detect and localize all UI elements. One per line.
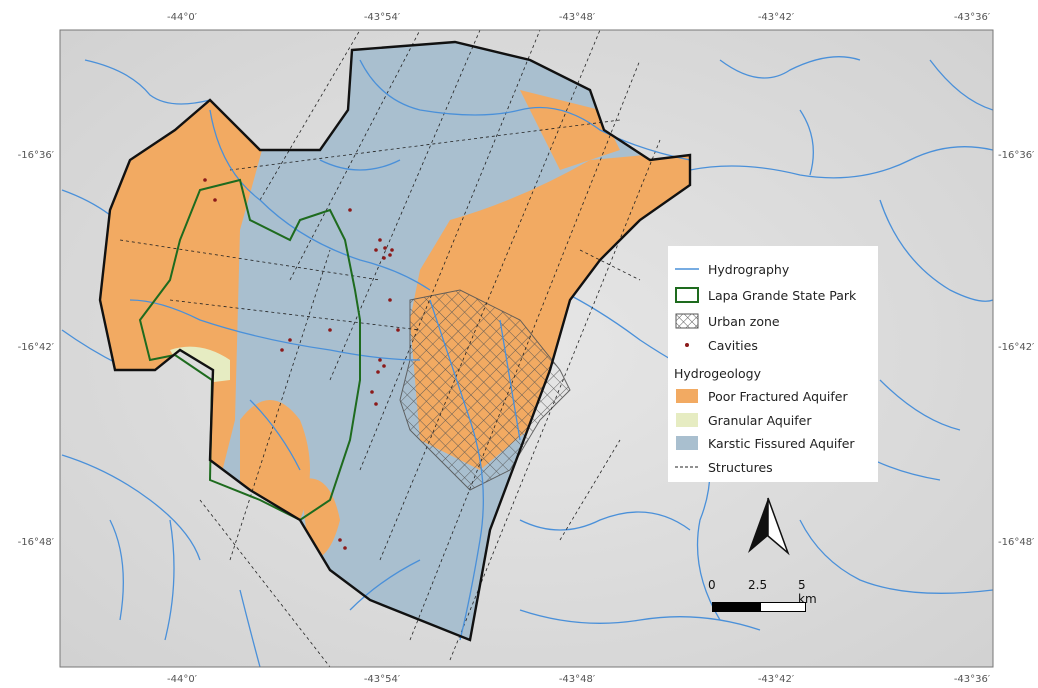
poor-aquifer-northeast (520, 90, 620, 170)
urban-hatch-icon (672, 313, 702, 329)
lat-tick: -16°48′ (18, 537, 55, 548)
lon-tick: -44°0′ (167, 674, 198, 685)
cavities-points (203, 178, 400, 550)
longitude-ticks-bottom: -44°0′ -43°54′ -43°48′ -43°42′ -43°36′ (167, 674, 991, 685)
structures-line-icon (672, 459, 702, 475)
poor-aquifer-swatch-icon (672, 388, 702, 404)
structures-lines (119, 30, 661, 667)
legend-label: Poor Fractured Aquifer (708, 388, 848, 404)
legend-item-hydrography: Hydrography (668, 260, 789, 278)
legend-hydrogeology-heading: Hydrogeology (674, 366, 761, 381)
scale-bar-white (760, 602, 806, 612)
latitude-ticks-right: -16°36′ -16°42′ -16°48′ (998, 150, 1035, 548)
map-frame (59, 29, 994, 668)
hydrography-line-icon (672, 261, 702, 277)
north-arrow-icon (748, 497, 790, 556)
lat-tick: -16°36′ (998, 150, 1035, 161)
legend-label: Karstic Fissured Aquifer (708, 435, 855, 451)
lon-tick: -43°48′ (559, 674, 596, 685)
legend-item-karstic-aquifer: Karstic Fissured Aquifer (668, 434, 855, 452)
scale-label-mid: 2.5 (748, 578, 768, 592)
legend-label: Structures (708, 459, 773, 475)
legend-item-structures: Structures (668, 458, 773, 476)
legend-label: Granular Aquifer (708, 412, 812, 428)
lat-tick: -16°42′ (18, 342, 55, 353)
karstic-aquifer-swatch-icon (672, 435, 702, 451)
lat-tick: -16°36′ (18, 150, 55, 161)
park-outline-icon (672, 287, 702, 303)
scale-bar: 0 2.5 5 km (708, 578, 818, 618)
lon-tick: -43°42′ (758, 12, 795, 23)
longitude-ticks-top: -44°0′ -43°54′ -43°48′ -43°42′ -43°36′ (167, 12, 991, 23)
lon-tick: -43°36′ (954, 12, 991, 23)
legend-item-urban: Urban zone (668, 312, 780, 330)
legend-item-granular-aquifer: Granular Aquifer (668, 411, 811, 429)
legend-item-poor-aquifer: Poor Fractured Aquifer (668, 387, 848, 405)
lon-tick: -44°0′ (167, 12, 198, 23)
legend-item-park: Lapa Grande State Park (668, 286, 856, 304)
legend-label: Urban zone (708, 313, 780, 329)
lon-tick: -43°54′ (364, 674, 401, 685)
legend-panel: Hydrography Lapa Grande State Park Urban… (668, 246, 878, 482)
legend-label: Lapa Grande State Park (708, 287, 857, 303)
basin-outline (98, 40, 692, 642)
lon-tick: -43°48′ (559, 12, 596, 23)
scale-bar-black (712, 602, 760, 612)
legend-item-cavities: Cavities (668, 336, 758, 354)
granular-aquifer-swatch-icon (672, 412, 702, 428)
urban-zone (399, 289, 571, 491)
legend-label: Hydrography (708, 261, 790, 277)
lapa-grande-park-outline (138, 178, 361, 522)
lon-tick: -43°54′ (364, 12, 401, 23)
lat-tick: -16°48′ (998, 537, 1035, 548)
latitude-ticks-left: -16°36′ -16°42′ -16°48′ (18, 150, 55, 548)
poor-aquifer-south (240, 400, 310, 520)
legend-label: Cavities (708, 337, 758, 353)
lat-tick: -16°42′ (998, 342, 1035, 353)
scale-label-0: 0 (708, 578, 716, 592)
lon-tick: -43°36′ (954, 674, 991, 685)
cavity-dot-icon (672, 337, 702, 353)
lon-tick: -43°42′ (758, 674, 795, 685)
